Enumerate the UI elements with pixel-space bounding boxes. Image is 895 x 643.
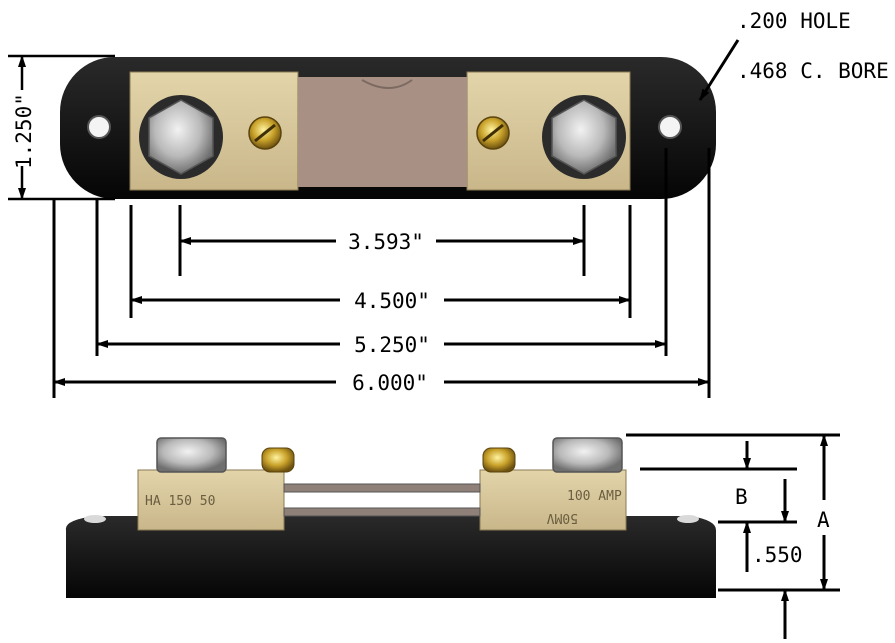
side-base-hole-left	[84, 515, 106, 523]
sense-screw-right-slot	[482, 123, 504, 143]
dim-b-label: B	[735, 485, 748, 509]
block-left-marking: HA 150 50	[145, 494, 215, 509]
side-strip-bottom	[283, 507, 481, 517]
dim-5250: 5.250"	[96, 333, 667, 357]
height-dimension	[8, 54, 115, 201]
block-right-marking-line2: 50MV	[547, 510, 578, 525]
shunt-strip	[298, 77, 467, 187]
mounting-hole-right	[658, 115, 682, 139]
dim-6000: 6.000"	[53, 371, 710, 395]
bolt-left-head	[148, 99, 214, 175]
side-base-hole-right	[677, 515, 699, 523]
side-view: HA 150 50 100 AMP 50MV B A .550	[65, 433, 840, 639]
hole-note-line1: .200 HOLE	[737, 9, 851, 33]
hole-leader	[698, 39, 740, 101]
side-strip-top	[283, 483, 481, 493]
hole-note-line2: .468 C. BORE	[737, 59, 889, 83]
dim-4500-label: 4.500"	[354, 289, 430, 313]
sense-screw-left-slot	[254, 123, 276, 143]
side-sense-screw-left	[261, 447, 295, 473]
side-bolt-left	[156, 437, 227, 473]
side-block-left	[137, 469, 285, 531]
side-block-right	[479, 469, 627, 531]
dim-3593: 3.593"	[179, 230, 585, 254]
dim-6000-label: 6.000"	[352, 371, 428, 395]
strip-notch	[361, 79, 413, 89]
dim-a-label: A	[817, 508, 830, 532]
dim-base-label: .550	[752, 543, 803, 567]
side-dimension-lines	[626, 433, 840, 639]
mounting-hole-left	[87, 115, 111, 139]
dim-4500: 4.500"	[130, 289, 631, 313]
dim-5250-label: 5.250"	[354, 333, 430, 357]
top-view: 1.250" .200 HOLE .468 C. BORE 3.593" 4.5…	[8, 9, 889, 398]
side-sense-screw-right	[482, 447, 516, 473]
side-bolt-right	[552, 437, 623, 473]
bolt-right-head	[551, 99, 617, 175]
side-base	[65, 516, 716, 598]
dim-3593-label: 3.593"	[348, 230, 424, 254]
height-dim-label: 1.250"	[12, 93, 36, 169]
block-right-marking-line1: 100 AMP	[567, 489, 622, 504]
